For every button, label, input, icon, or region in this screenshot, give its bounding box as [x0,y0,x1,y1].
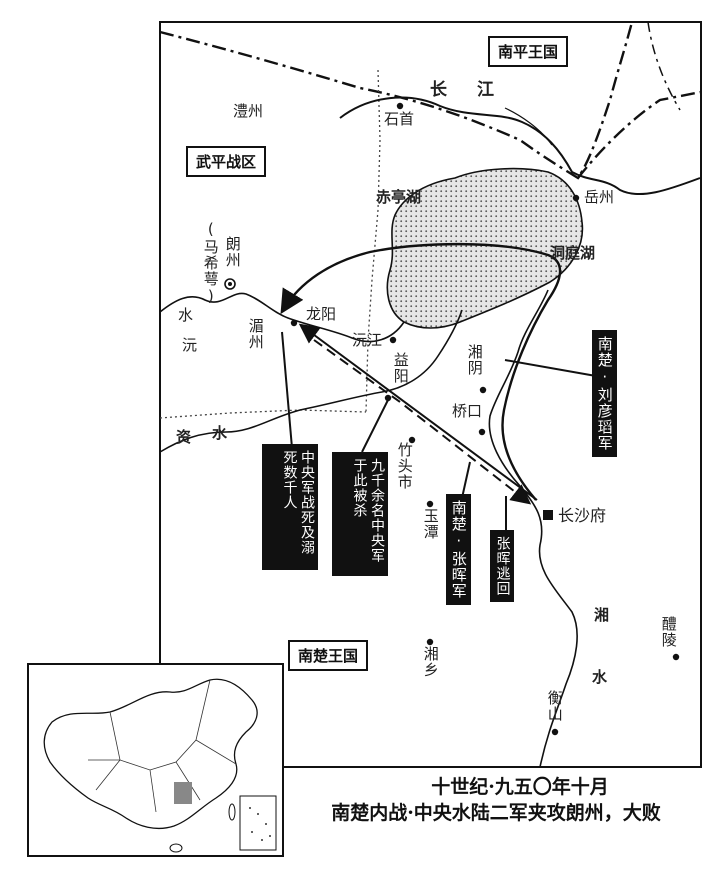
boundary-dotted-vertical [365,69,381,413]
water-xiang-1: 湘 [594,606,610,624]
zi-river [159,309,463,453]
inset-taiwan [228,803,236,821]
zhang-escape-route [313,339,532,505]
inset-south-sea-box [239,795,277,851]
annotation-zhang-escape: 张晖逃回 [490,530,514,602]
place-yiyang: 益阳 [391,352,410,384]
place-changshafu: 长沙府 [558,506,607,525]
xiangxiang-marker [426,638,434,646]
boundary-dotted-horizontal [159,409,367,419]
border-east [577,90,702,179]
place-hengshan: 衡山 [545,690,564,722]
zhang-army-route [298,323,538,501]
xiang-river [488,289,578,768]
border-east-2 [647,21,681,111]
water-chitinghu: 赤亭湖 [376,188,422,206]
annotation-killed: 九千余名中央军于此被杀 [332,452,388,576]
place-lizhou: 澧州 [233,102,264,120]
inset-hainan [169,843,183,853]
place-liling: 醴陵 [659,616,678,648]
inset-provinces [88,679,237,813]
yuanjiang-marker [389,336,397,344]
place-yuezhou: 岳州 [584,188,615,206]
place-meizhou: 湄州 [246,318,265,350]
shishou-marker [396,102,404,110]
caption-line2: 南楚内战·中央水陆二军夹攻朗州，大败 [331,802,661,824]
water-zi-2: 水 [212,424,228,442]
yuezhou-marker [572,194,580,202]
water-dongtinghu: 洞庭湖 [550,244,596,262]
pointer-zhang [461,461,471,499]
annotation-liu-army: 南楚·刘彦瑫军 [592,330,617,457]
water-changjiang: 长江 [430,80,524,100]
yutan-marker [426,500,434,508]
changshafu-marker [543,510,553,520]
inset-hunan-highlight [174,782,192,804]
map-frame [159,21,702,768]
annotation-zhang-army: 南楚·张晖军 [446,494,471,605]
place-xiangyin: 湘阴 [465,344,484,376]
langzhou-marker-inner [228,282,232,286]
liling-marker [672,653,680,661]
annotation-drowned: 中央军战死及溺死数千人 [262,444,318,570]
place-shishou: 石首 [384,110,415,128]
water-yuan-1: 沅 [182,336,198,354]
pointer-killed [361,399,389,453]
place-qiaokou: 桥口 [452,402,483,420]
region-nanping-label: 南平王国 [488,36,569,67]
place-longyang: 龙阳 [306,305,337,323]
inset-islands [249,807,271,841]
zhutoushi-marker [408,436,416,444]
xiangyin-marker [479,386,487,394]
yiyang-marker [384,394,392,402]
region-wuping-label: 武平战区 [186,146,267,177]
place-yuanjiang: 沅江 [352,331,383,349]
water-xiang-2: 水 [592,668,608,686]
caption-line1: 十世纪·九五〇年十月 [431,776,609,798]
place-yutan: 玉潭 [421,508,440,540]
place-langzhou: 朗州 [223,236,242,268]
place-xiangxiang: 湘乡 [421,646,440,678]
hengshan-marker [551,728,559,736]
region-nanchu-label: 南楚王国 [288,640,369,671]
place-zhutoushi: 竹头市 [395,442,414,490]
dongting-lake [386,167,584,329]
qiaokou-marker [478,428,486,436]
liu-army-route [280,242,562,501]
longyang-marker [290,319,298,327]
yangtze-bank [504,107,553,146]
yuan-river [159,292,405,343]
water-yuan-2: 水 [178,306,194,324]
place-ma-xiqing: (马希萼) [201,220,220,306]
water-zi-1: 资 [176,428,192,446]
pointer-drowned [281,331,293,449]
border-north [159,21,634,180]
pointer-liu [504,359,597,377]
